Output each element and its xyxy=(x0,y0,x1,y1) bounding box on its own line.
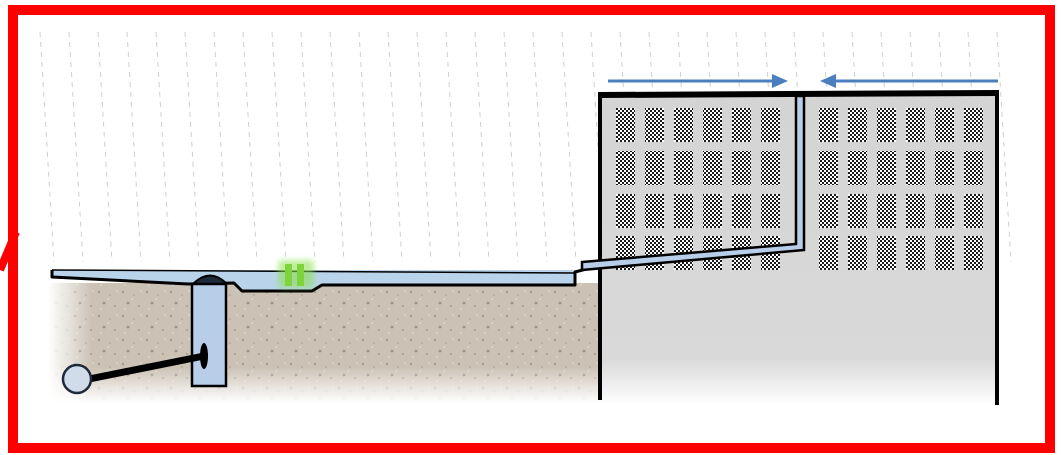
rain-streak xyxy=(503,31,519,263)
window-pane xyxy=(906,108,925,142)
window-pane xyxy=(935,108,954,142)
plant-icon xyxy=(278,260,314,288)
window-pane xyxy=(703,194,722,228)
rain-streak xyxy=(271,31,287,263)
rain-streak xyxy=(126,31,142,263)
rain-streak xyxy=(329,31,345,263)
frame-border xyxy=(0,5,1055,453)
window-pane xyxy=(848,151,867,185)
window-pane xyxy=(819,151,838,185)
rain-streak xyxy=(445,31,461,263)
window-pane xyxy=(819,108,838,142)
window-pane xyxy=(761,194,780,228)
window-grid-icon xyxy=(616,108,983,270)
window-pane xyxy=(848,108,867,142)
window-pane xyxy=(616,108,635,142)
rain-streak xyxy=(39,31,55,263)
window-pane xyxy=(674,108,693,142)
rain-streak xyxy=(416,31,432,263)
window-pane xyxy=(935,194,954,228)
window-pane xyxy=(877,194,896,228)
window-pane xyxy=(848,194,867,228)
rain-streak xyxy=(561,31,577,263)
window-pane xyxy=(964,194,983,228)
window-pane xyxy=(732,151,751,185)
rain-streak xyxy=(300,31,316,263)
rain-streak xyxy=(996,31,1012,263)
window-pane xyxy=(877,151,896,185)
roof-drain-pipe xyxy=(580,94,806,272)
drain-box-icon xyxy=(190,274,228,388)
arrow-right-icon xyxy=(608,74,788,88)
window-pane xyxy=(906,151,925,185)
rain-streak xyxy=(68,31,84,263)
window-pane xyxy=(645,108,664,142)
window-pane xyxy=(732,194,751,228)
soil-ground xyxy=(48,283,600,403)
window-pane xyxy=(674,194,693,228)
window-pane xyxy=(645,151,664,185)
window-pane xyxy=(906,194,925,228)
window-pane xyxy=(848,236,867,270)
window-pane xyxy=(964,108,983,142)
window-pane xyxy=(616,151,635,185)
rain-streak xyxy=(155,31,171,263)
window-pane xyxy=(703,108,722,142)
building xyxy=(580,90,1000,405)
pipe-end-icon xyxy=(61,363,93,395)
window-pane xyxy=(645,194,664,228)
window-pane xyxy=(964,151,983,185)
window-pane xyxy=(761,108,780,142)
drain-pipe xyxy=(61,352,208,395)
rain-streak xyxy=(358,31,374,263)
window-pane xyxy=(761,151,780,185)
rain-streak xyxy=(213,31,229,263)
window-pane xyxy=(703,151,722,185)
window-pane xyxy=(877,108,896,142)
window-pane xyxy=(674,151,693,185)
window-pane xyxy=(732,108,751,142)
rain-streak xyxy=(474,31,490,263)
window-pane xyxy=(819,236,838,270)
window-pane xyxy=(964,236,983,270)
rain-streak xyxy=(97,31,113,263)
rain-streak xyxy=(387,31,403,263)
window-pane xyxy=(819,194,838,228)
window-pane xyxy=(906,236,925,270)
window-pane xyxy=(935,236,954,270)
flow-arrows xyxy=(608,74,998,88)
rain-streak xyxy=(184,31,200,263)
window-pane xyxy=(616,194,635,228)
rain-streak xyxy=(532,31,548,263)
arrow-left-icon xyxy=(820,74,998,88)
rain-streak xyxy=(242,31,258,263)
window-pane xyxy=(877,236,896,270)
window-pane xyxy=(935,151,954,185)
